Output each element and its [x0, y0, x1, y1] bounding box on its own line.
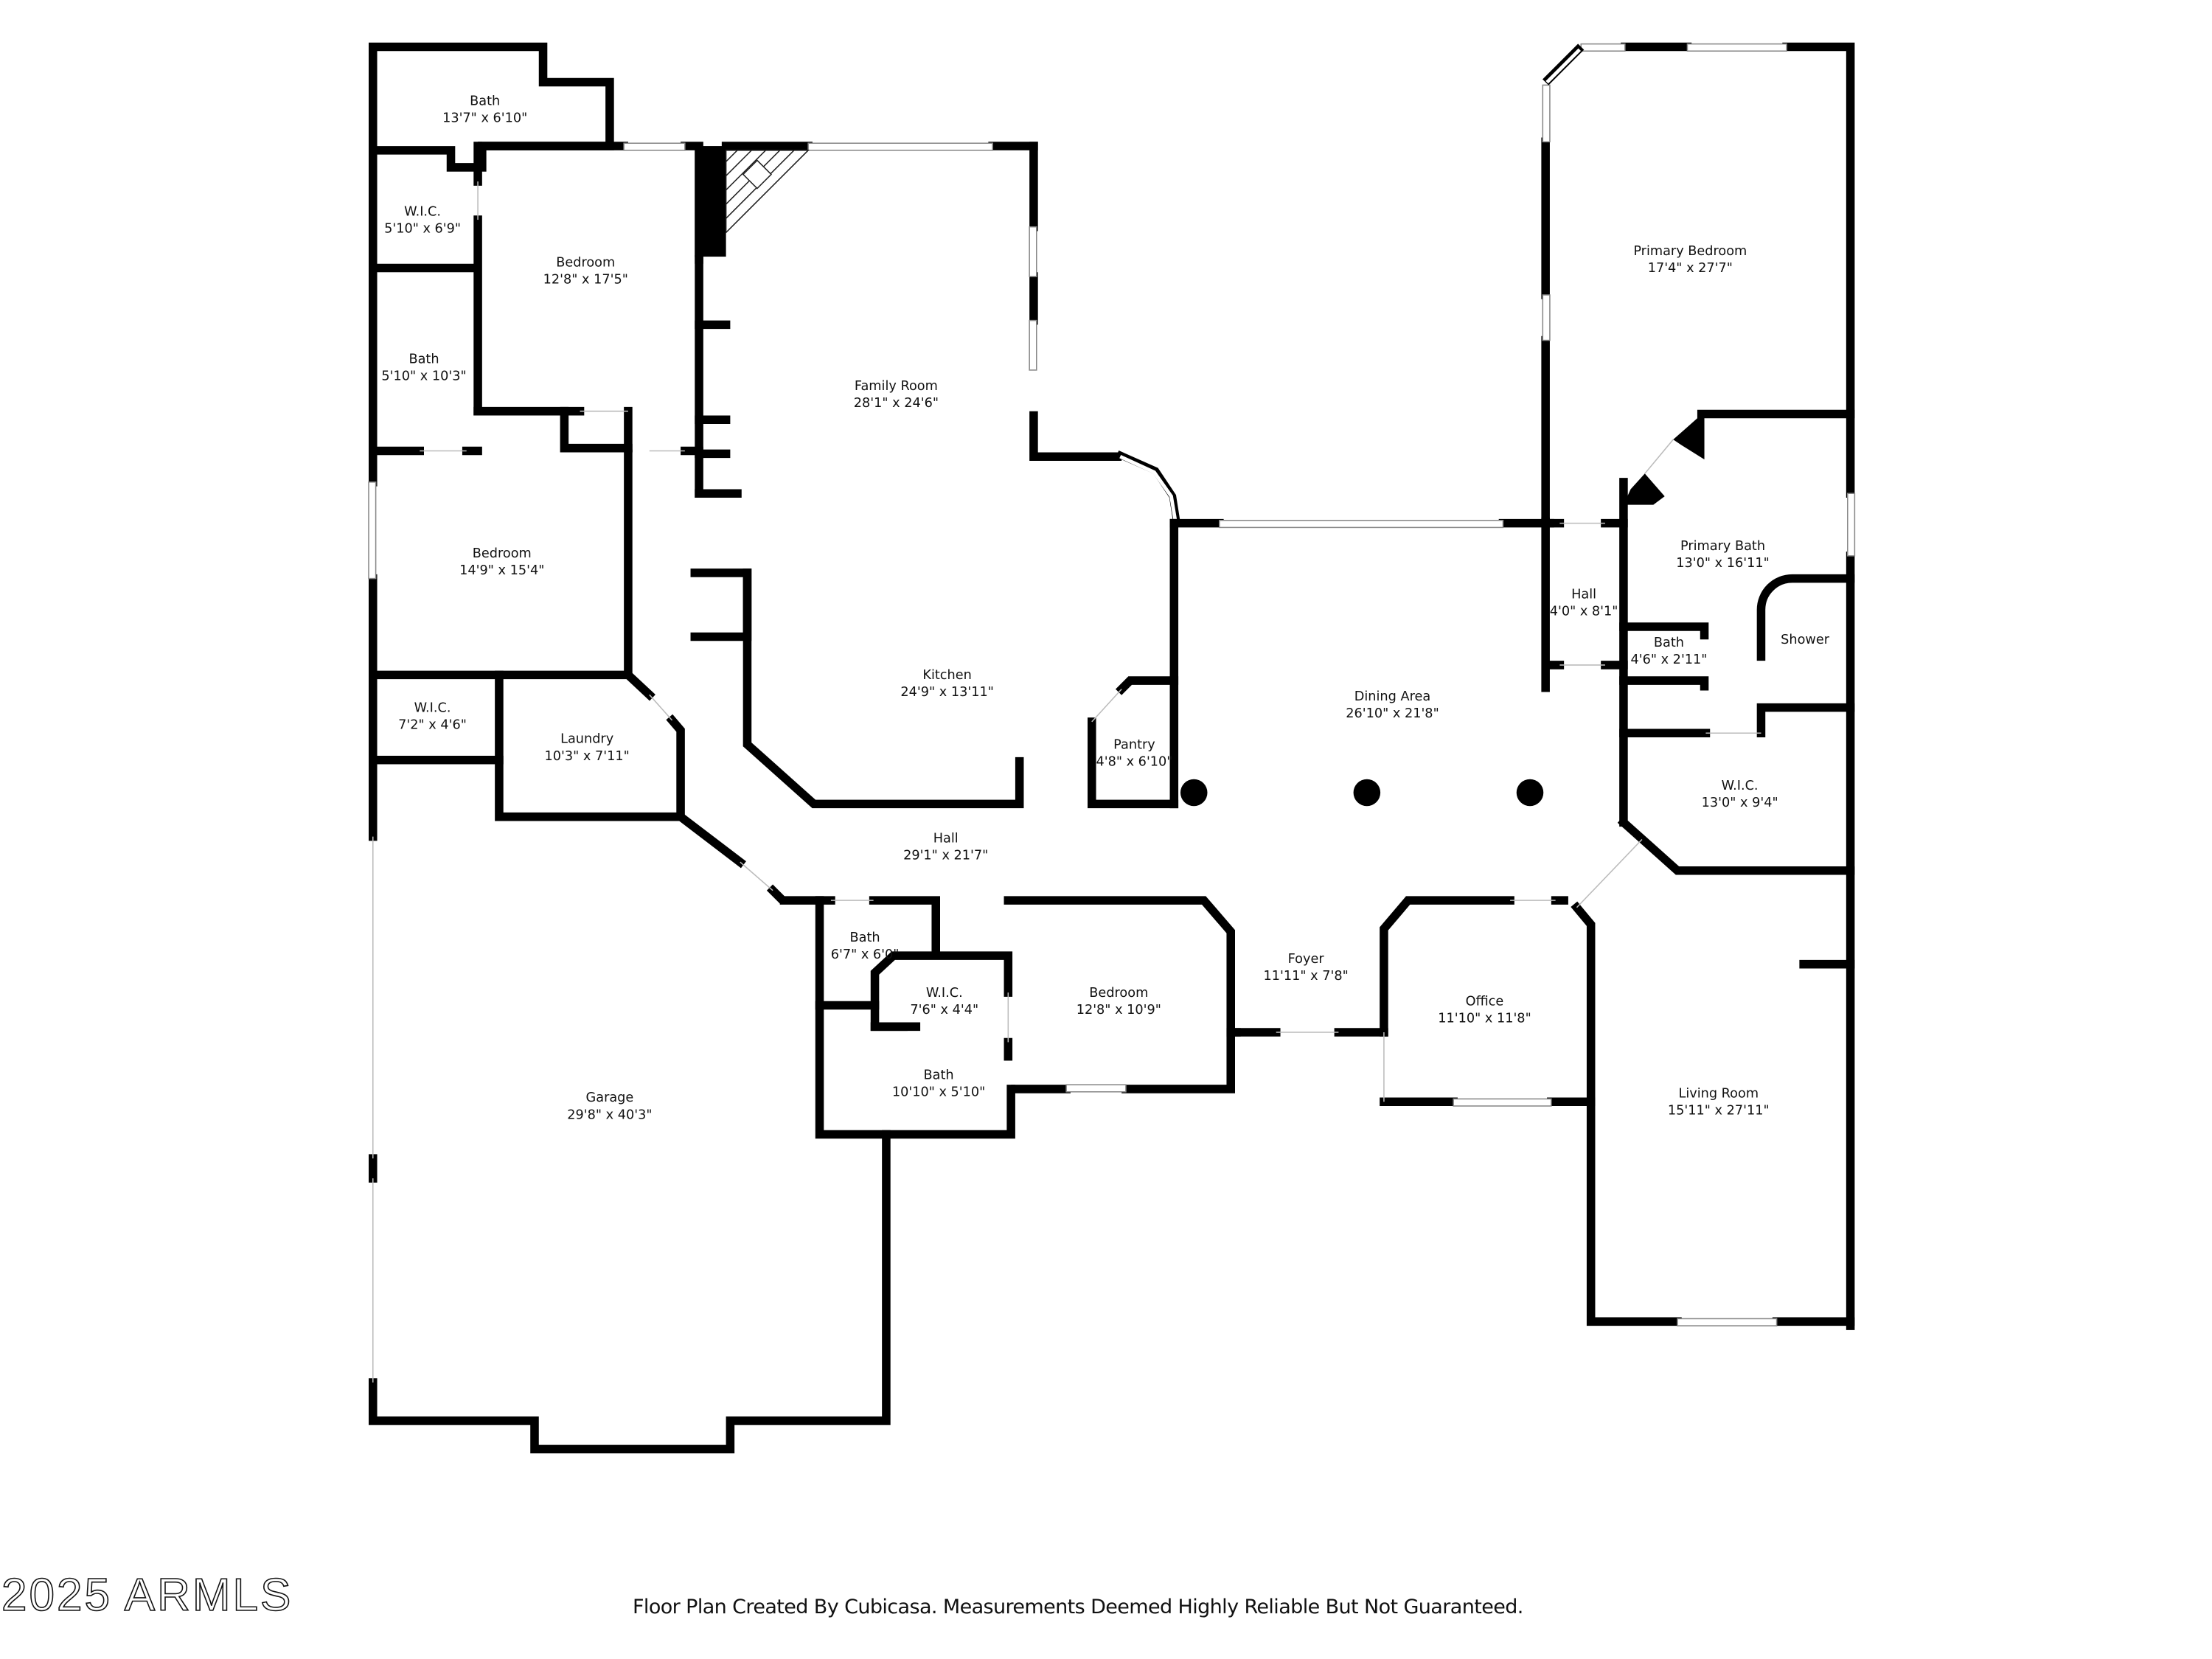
room-name: W.I.C. [926, 986, 963, 1001]
room-name: Bath [408, 352, 439, 366]
door-openings [372, 181, 1761, 1382]
room-name: Bath [470, 94, 500, 108]
room-label-living-room: Living Room 15'11" x 27'11" [1668, 1086, 1770, 1118]
room-dimensions: 6'7" x 6'0" [831, 947, 900, 962]
room-label-pantry: Pantry 4'8" x 6'10" [1096, 737, 1172, 769]
room-dimensions: 7'6" x 4'4" [910, 1003, 978, 1018]
room-name: Laundry [560, 732, 613, 747]
room-label-hall-main: Hall 29'1" x 21'7" [903, 831, 988, 863]
room-label-primary-bath: Primary Bath 13'0" x 16'11" [1676, 539, 1769, 571]
watermark: 2025 ARMLS [1, 1569, 293, 1621]
room-label-wic-2: W.I.C. 7'2" x 4'6" [398, 700, 467, 732]
room-label-wic-1: W.I.C. 5'10" x 6'9" [384, 204, 461, 236]
windows [368, 43, 1856, 1326]
room-dimensions: 11'11" x 7'8" [1264, 969, 1349, 984]
room-dimensions: 29'8" x 40'3" [567, 1107, 652, 1122]
room-dimensions: 7'2" x 4'6" [398, 717, 467, 732]
room-label-family-room: Family Room 28'1" x 24'6" [854, 379, 939, 411]
room-dimensions: 28'1" x 24'6" [854, 396, 939, 411]
column [1516, 779, 1544, 807]
room-label-primary-bedroom: Primary Bedroom 17'4" x 27'7" [1633, 244, 1747, 276]
room-name: Kitchen [922, 668, 971, 683]
room-dimensions: 13'7" x 6'10" [442, 111, 527, 125]
column [1353, 779, 1381, 807]
room-name: Bedroom [473, 546, 532, 561]
room-dimensions: 4'8" x 6'10" [1096, 754, 1172, 769]
room-dimensions: 11'10" x 11'8" [1438, 1012, 1531, 1026]
room-label-bath-2: Bath 5'10" x 10'3" [381, 352, 466, 383]
room-label-bath-3: Bath 4'6" x 2'11" [1630, 636, 1707, 667]
room-name: Office [1466, 994, 1504, 1009]
room-dimensions: 24'9" x 13'11" [900, 685, 993, 700]
room-name: Primary Bath [1680, 539, 1765, 554]
room-dimensions: 4'0" x 8'1" [1550, 605, 1618, 619]
room-label-bath-5: Bath 10'10" x 5'10" [892, 1068, 985, 1099]
room-name: Garage [586, 1091, 634, 1105]
room-name: Bedroom [1089, 986, 1148, 1001]
walls [369, 42, 1855, 1454]
room-dimensions: 26'10" x 21'8" [1346, 706, 1439, 721]
room-label-bedroom-3: Bedroom 12'8" x 10'9" [1077, 986, 1161, 1018]
room-dimensions: 4'6" x 2'11" [1630, 653, 1707, 667]
fireplace [725, 150, 810, 234]
room-name: Pantry [1113, 737, 1155, 752]
room-label-dining-area: Dining Area 26'10" x 21'8" [1346, 689, 1439, 721]
footer-disclaimer: Floor Plan Created By Cubicasa. Measurem… [633, 1596, 1523, 1618]
columns [1180, 779, 1544, 807]
room-dimensions: 10'10" x 5'10" [892, 1085, 985, 1100]
room-name: Bedroom [556, 256, 615, 271]
room-label-foyer: Foyer 11'11" x 7'8" [1264, 952, 1349, 984]
room-name: Dining Area [1354, 689, 1430, 704]
room-dimensions: 13'0" x 16'11" [1676, 556, 1769, 571]
room-dimensions: 13'0" x 9'4" [1702, 796, 1778, 810]
room-name: W.I.C. [1722, 779, 1759, 793]
room-label-shower: Shower [1781, 633, 1830, 647]
room-name: Bath [850, 931, 880, 945]
room-name: Hall [1571, 588, 1596, 602]
room-dimensions: 5'10" x 6'9" [384, 221, 461, 236]
room-label-wic-4: W.I.C. 7'6" x 4'4" [910, 986, 978, 1018]
room-name: Primary Bedroom [1633, 244, 1747, 259]
room-label-bath-1: Bath 13'7" x 6'10" [442, 94, 527, 125]
room-name: Shower [1781, 633, 1830, 647]
room-label-kitchen: Kitchen 24'9" x 13'11" [900, 668, 993, 700]
room-label-bedroom-2: Bedroom 14'9" x 15'4" [459, 546, 544, 578]
room-label-wic-3: W.I.C. 13'0" x 9'4" [1702, 779, 1778, 810]
room-name: Family Room [855, 379, 938, 394]
room-label-bedroom-1: Bedroom 12'8" x 17'5" [543, 256, 628, 288]
room-dimensions: 10'3" x 7'11" [545, 749, 630, 764]
room-name: Bath [924, 1068, 954, 1082]
room-name: Hall [933, 831, 959, 846]
room-dimensions: 14'9" x 15'4" [459, 563, 544, 578]
column [1180, 779, 1208, 807]
room-labels: Bath 13'7" x 6'10" W.I.C. 5'10" x 6'9" Bedro… [381, 94, 1829, 1122]
room-label-office: Office 11'10" x 11'8" [1438, 994, 1531, 1026]
room-name: Bath [1654, 636, 1684, 650]
room-name: Living Room [1678, 1086, 1759, 1101]
room-name: Foyer [1288, 952, 1325, 967]
room-label-garage: Garage 29'8" x 40'3" [567, 1091, 652, 1122]
room-dimensions: 5'10" x 10'3" [381, 369, 466, 383]
room-dimensions: 17'4" x 27'7" [1648, 261, 1733, 276]
room-dimensions: 29'1" x 21'7" [903, 848, 988, 863]
room-dimensions: 12'8" x 10'9" [1077, 1003, 1161, 1018]
room-dimensions: 12'8" x 17'5" [543, 273, 628, 288]
room-label-laundry: Laundry 10'3" x 7'11" [545, 732, 630, 764]
room-dimensions: 15'11" x 27'11" [1668, 1104, 1770, 1119]
room-label-bath-4: Bath 6'7" x 6'0" [831, 931, 900, 962]
room-label-hall-small: Hall 4'0" x 8'1" [1550, 588, 1618, 619]
room-name: W.I.C. [414, 700, 451, 715]
room-name: W.I.C. [404, 204, 441, 219]
